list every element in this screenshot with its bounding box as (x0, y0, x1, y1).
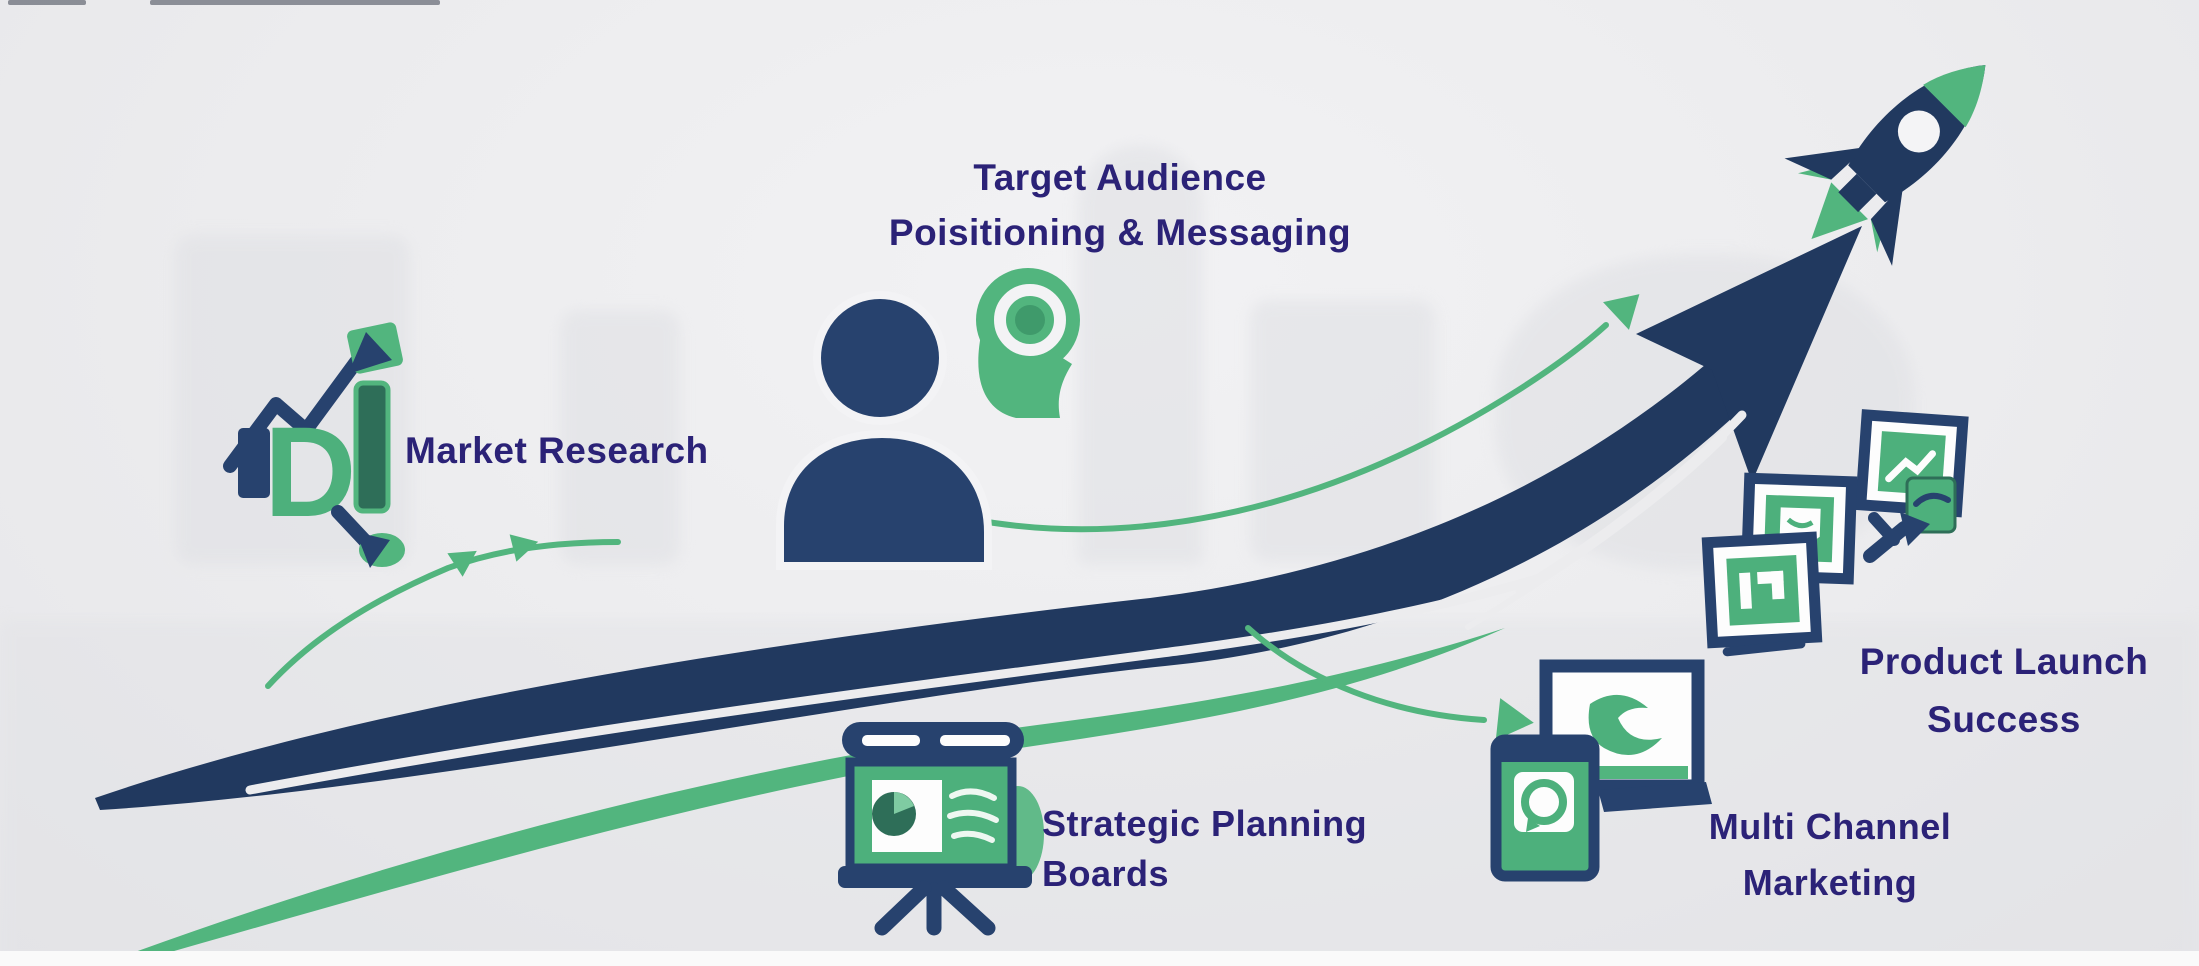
green-swoosh (135, 628, 1505, 958)
label-line: Poisitioning & Messaging (888, 212, 1352, 253)
audience-head-target-icon (976, 268, 1080, 418)
rocket-icon (1784, 65, 1986, 266)
edge-artifact (8, 0, 86, 5)
presentation-easel-icon (838, 722, 1044, 936)
person-icon (776, 291, 992, 570)
label-line: Product Launch (1859, 641, 2149, 682)
label-line: Strategic Planning (1042, 803, 1368, 844)
label-strategic-planning: Strategic Planning Boards (1042, 799, 1462, 899)
green-connector-left (265, 539, 621, 689)
label-line: Success (1927, 699, 2081, 740)
green-connector-down (1245, 625, 1487, 723)
bird-logo-glyph (1588, 694, 1662, 756)
edge-artifact (150, 0, 440, 5)
label-product-launch: Product Launch Success (1826, 633, 2182, 749)
navy-swoosh (95, 315, 1795, 810)
label-market-research: Market Research (405, 430, 785, 472)
skyline-shape (1250, 300, 1435, 562)
label-line: Marketing (1742, 862, 1918, 903)
label-target-audience: Target Audience Poisitioning & Messaging (852, 150, 1388, 260)
device-screens-icon (1490, 659, 1712, 882)
skyline-shape (1078, 145, 1203, 565)
label-line: Target Audience (973, 157, 1267, 198)
skyline-shape (560, 310, 680, 565)
bar-chart-analysis-icon: D (223, 322, 405, 568)
bottom-edge-strip (0, 951, 2199, 966)
app-screens-icon (1701, 409, 1969, 657)
label-multi-channel: Multi Channel Marketing (1660, 799, 2000, 911)
skyline-shape (0, 620, 2199, 966)
navy-arrowhead (1636, 226, 1862, 482)
label-line: Market Research (405, 430, 709, 471)
label-line: Multi Channel (1708, 806, 1952, 847)
cursor-icon (1863, 512, 1930, 563)
label-line: Boards (1042, 853, 1170, 894)
green-connector-right (899, 322, 1609, 533)
